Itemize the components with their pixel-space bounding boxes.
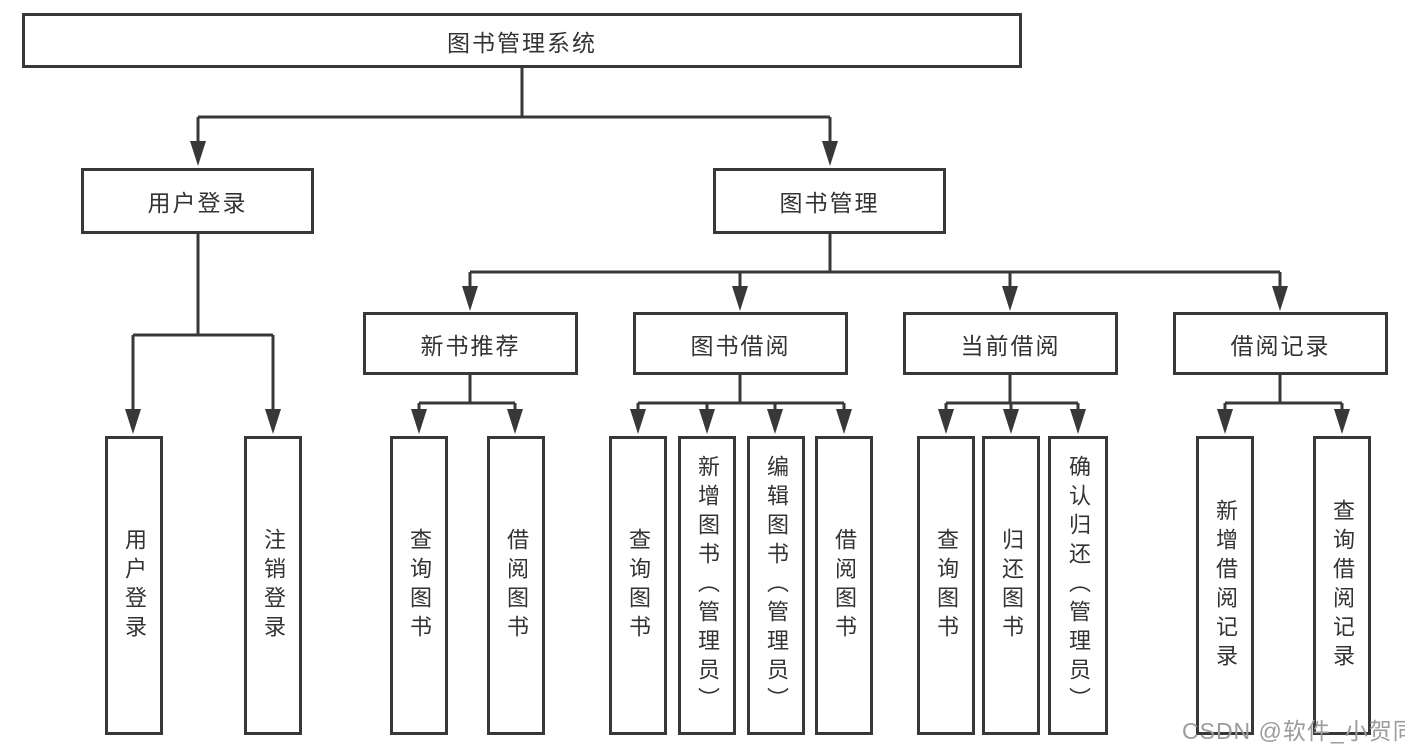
node-label: 新书推荐	[420, 332, 521, 359]
leaf-query-books: 查询图书	[917, 436, 975, 735]
node-label: 确认归还（管理员）	[1066, 455, 1091, 716]
node-current-borrow: 当前借阅	[903, 312, 1118, 375]
leaf-edit-books-admin: 编辑图书（管理员）	[747, 436, 805, 735]
node-user-login: 用户登录	[81, 168, 314, 234]
leaf-user-login: 用户登录	[105, 436, 163, 735]
leaf-logout: 注销登录	[244, 436, 302, 735]
node-label: 当前借阅	[960, 332, 1061, 359]
node-label: 借阅记录	[1230, 332, 1331, 359]
node-label: 查询图书	[626, 527, 651, 644]
node-label: 借阅图书	[504, 527, 529, 644]
csdn-watermark: CSDN @软件_小贺同学	[1182, 718, 1405, 744]
node-new-book-recommend: 新书推荐	[363, 312, 578, 375]
node-label: 编辑图书（管理员）	[764, 455, 789, 716]
node-label: 归还图书	[999, 527, 1024, 644]
leaf-borrow-books: 借阅图书	[487, 436, 545, 735]
node-label: 借阅图书	[832, 527, 857, 644]
node-label: 图书借阅	[690, 332, 791, 359]
node-label: 新增图书（管理员）	[695, 455, 720, 716]
node-label: 用户登录	[122, 527, 147, 644]
arrowheads	[125, 141, 1350, 434]
leaf-add-books-admin: 新增图书（管理员）	[678, 436, 736, 735]
node-label: 查询图书	[407, 527, 432, 644]
leaf-borrow-books: 借阅图书	[815, 436, 873, 735]
node-book-management: 图书管理	[713, 168, 946, 234]
node-label: 查询图书	[934, 527, 959, 644]
leaf-query-borrow-record: 查询借阅记录	[1313, 436, 1371, 735]
node-label: 新增借阅记录	[1213, 498, 1238, 673]
connector-segments	[131, 68, 1344, 413]
node-system-root: 图书管理系统	[22, 13, 1022, 68]
node-label: 图书管理	[779, 190, 880, 216]
node-borrow-records: 借阅记录	[1173, 312, 1388, 375]
node-label: 用户登录	[147, 190, 248, 216]
leaf-query-books: 查询图书	[390, 436, 448, 735]
node-book-borrow: 图书借阅	[633, 312, 848, 375]
leaf-add-borrow-record: 新增借阅记录	[1196, 436, 1254, 735]
node-label: 查询借阅记录	[1330, 498, 1355, 673]
leaf-query-books: 查询图书	[609, 436, 667, 735]
leaf-return-books: 归还图书	[982, 436, 1040, 735]
node-label: 注销登录	[261, 527, 286, 644]
leaf-confirm-return-admin: 确认归还（管理员）	[1048, 436, 1108, 735]
node-label: 图书管理系统	[447, 29, 597, 56]
